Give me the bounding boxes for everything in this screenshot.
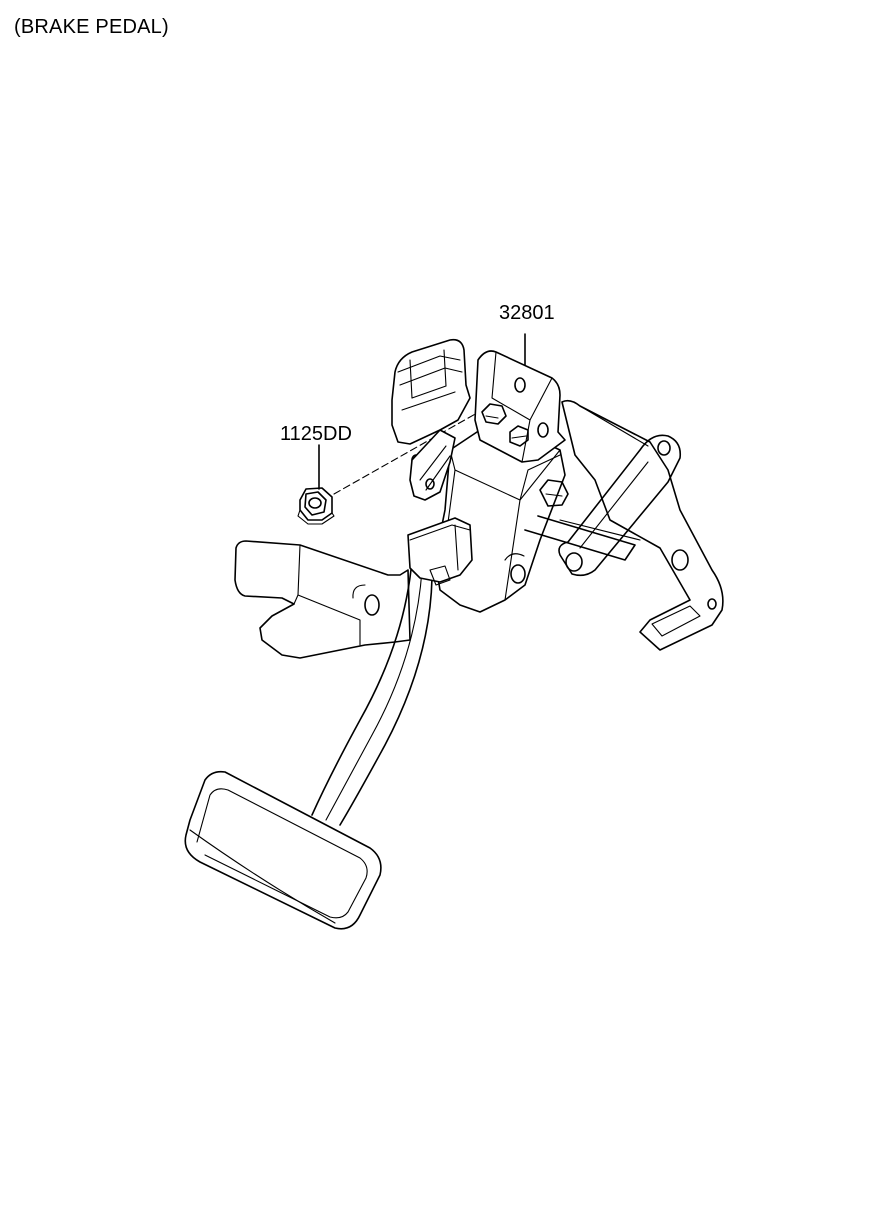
cross-shaft (524, 515, 641, 561)
housing-pivot (504, 553, 526, 584)
lower-connector (407, 517, 473, 586)
hex-bolt-icon (539, 479, 569, 507)
assembly-centerline (333, 399, 501, 495)
part-label-1125dd: 1125DD (280, 423, 352, 445)
right-mounting-plate (561, 399, 724, 651)
pivot-linkage-arm (558, 434, 682, 577)
sensor-connector (391, 338, 471, 466)
stop-lamp-switch (409, 429, 456, 501)
pedal-pad (184, 770, 382, 930)
flange-nut-icon (297, 487, 335, 525)
pedal-arm (311, 559, 433, 826)
left-mounting-bracket (234, 540, 411, 659)
diagram-title: (BRAKE PEDAL) (14, 16, 169, 38)
hex-bolt-icon (509, 425, 529, 447)
hex-bolt-icon (481, 403, 507, 425)
part-label-32801: 32801 (499, 302, 555, 324)
